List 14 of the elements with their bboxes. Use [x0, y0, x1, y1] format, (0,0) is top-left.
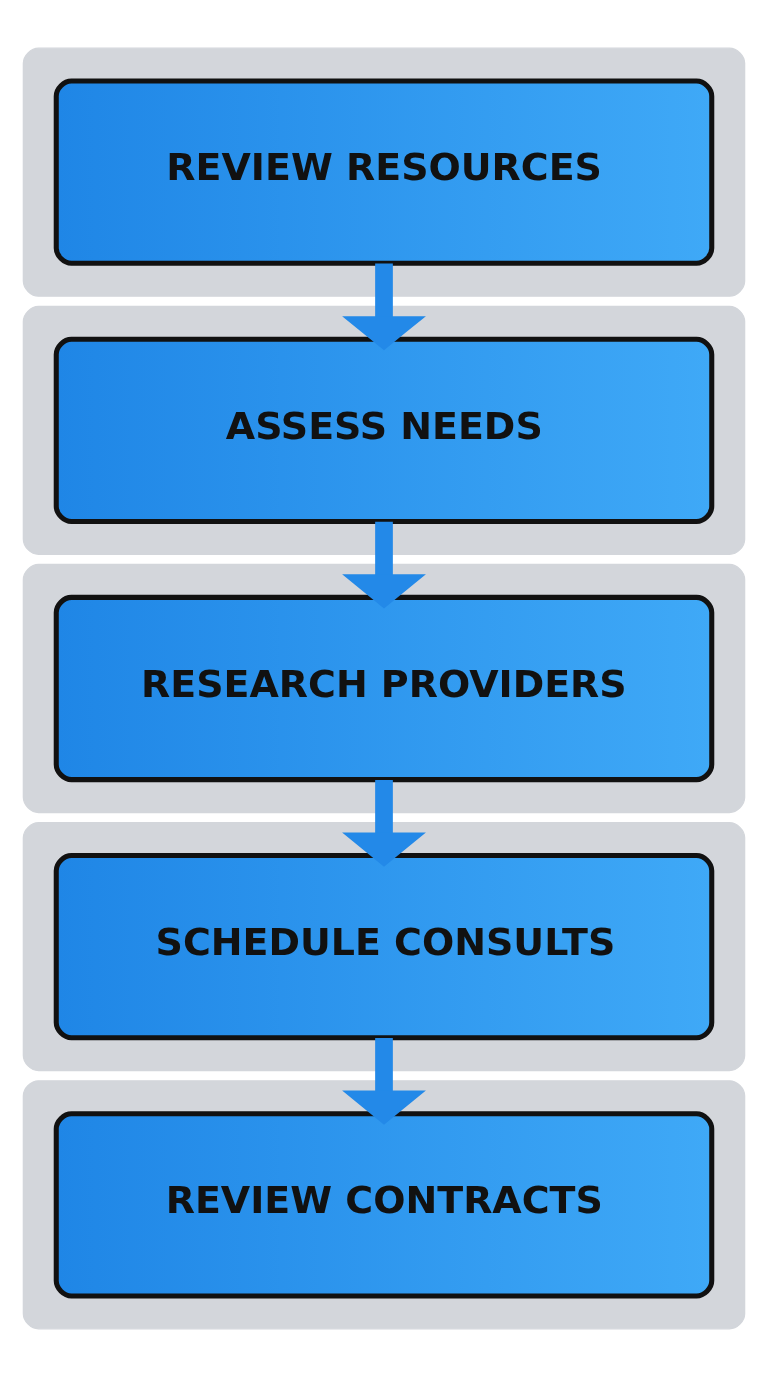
node-box: ASSESS NEEDS	[53, 336, 715, 524]
node-box: REVIEW RESOURCES	[53, 78, 715, 266]
node-box: SCHEDULE CONSULTS	[53, 852, 715, 1040]
arrow	[342, 1037, 426, 1125]
arrow	[342, 521, 426, 608]
arrow	[342, 779, 426, 867]
node-box: REVIEW CONTRACTS	[53, 1110, 715, 1298]
cluster	[22, 563, 746, 813]
arrow	[342, 263, 426, 350]
cluster	[22, 1079, 746, 1329]
cluster	[22, 305, 746, 555]
cluster	[22, 47, 746, 297]
cluster	[22, 821, 746, 1071]
node-box: RESEARCH PROVIDERS	[53, 594, 715, 782]
